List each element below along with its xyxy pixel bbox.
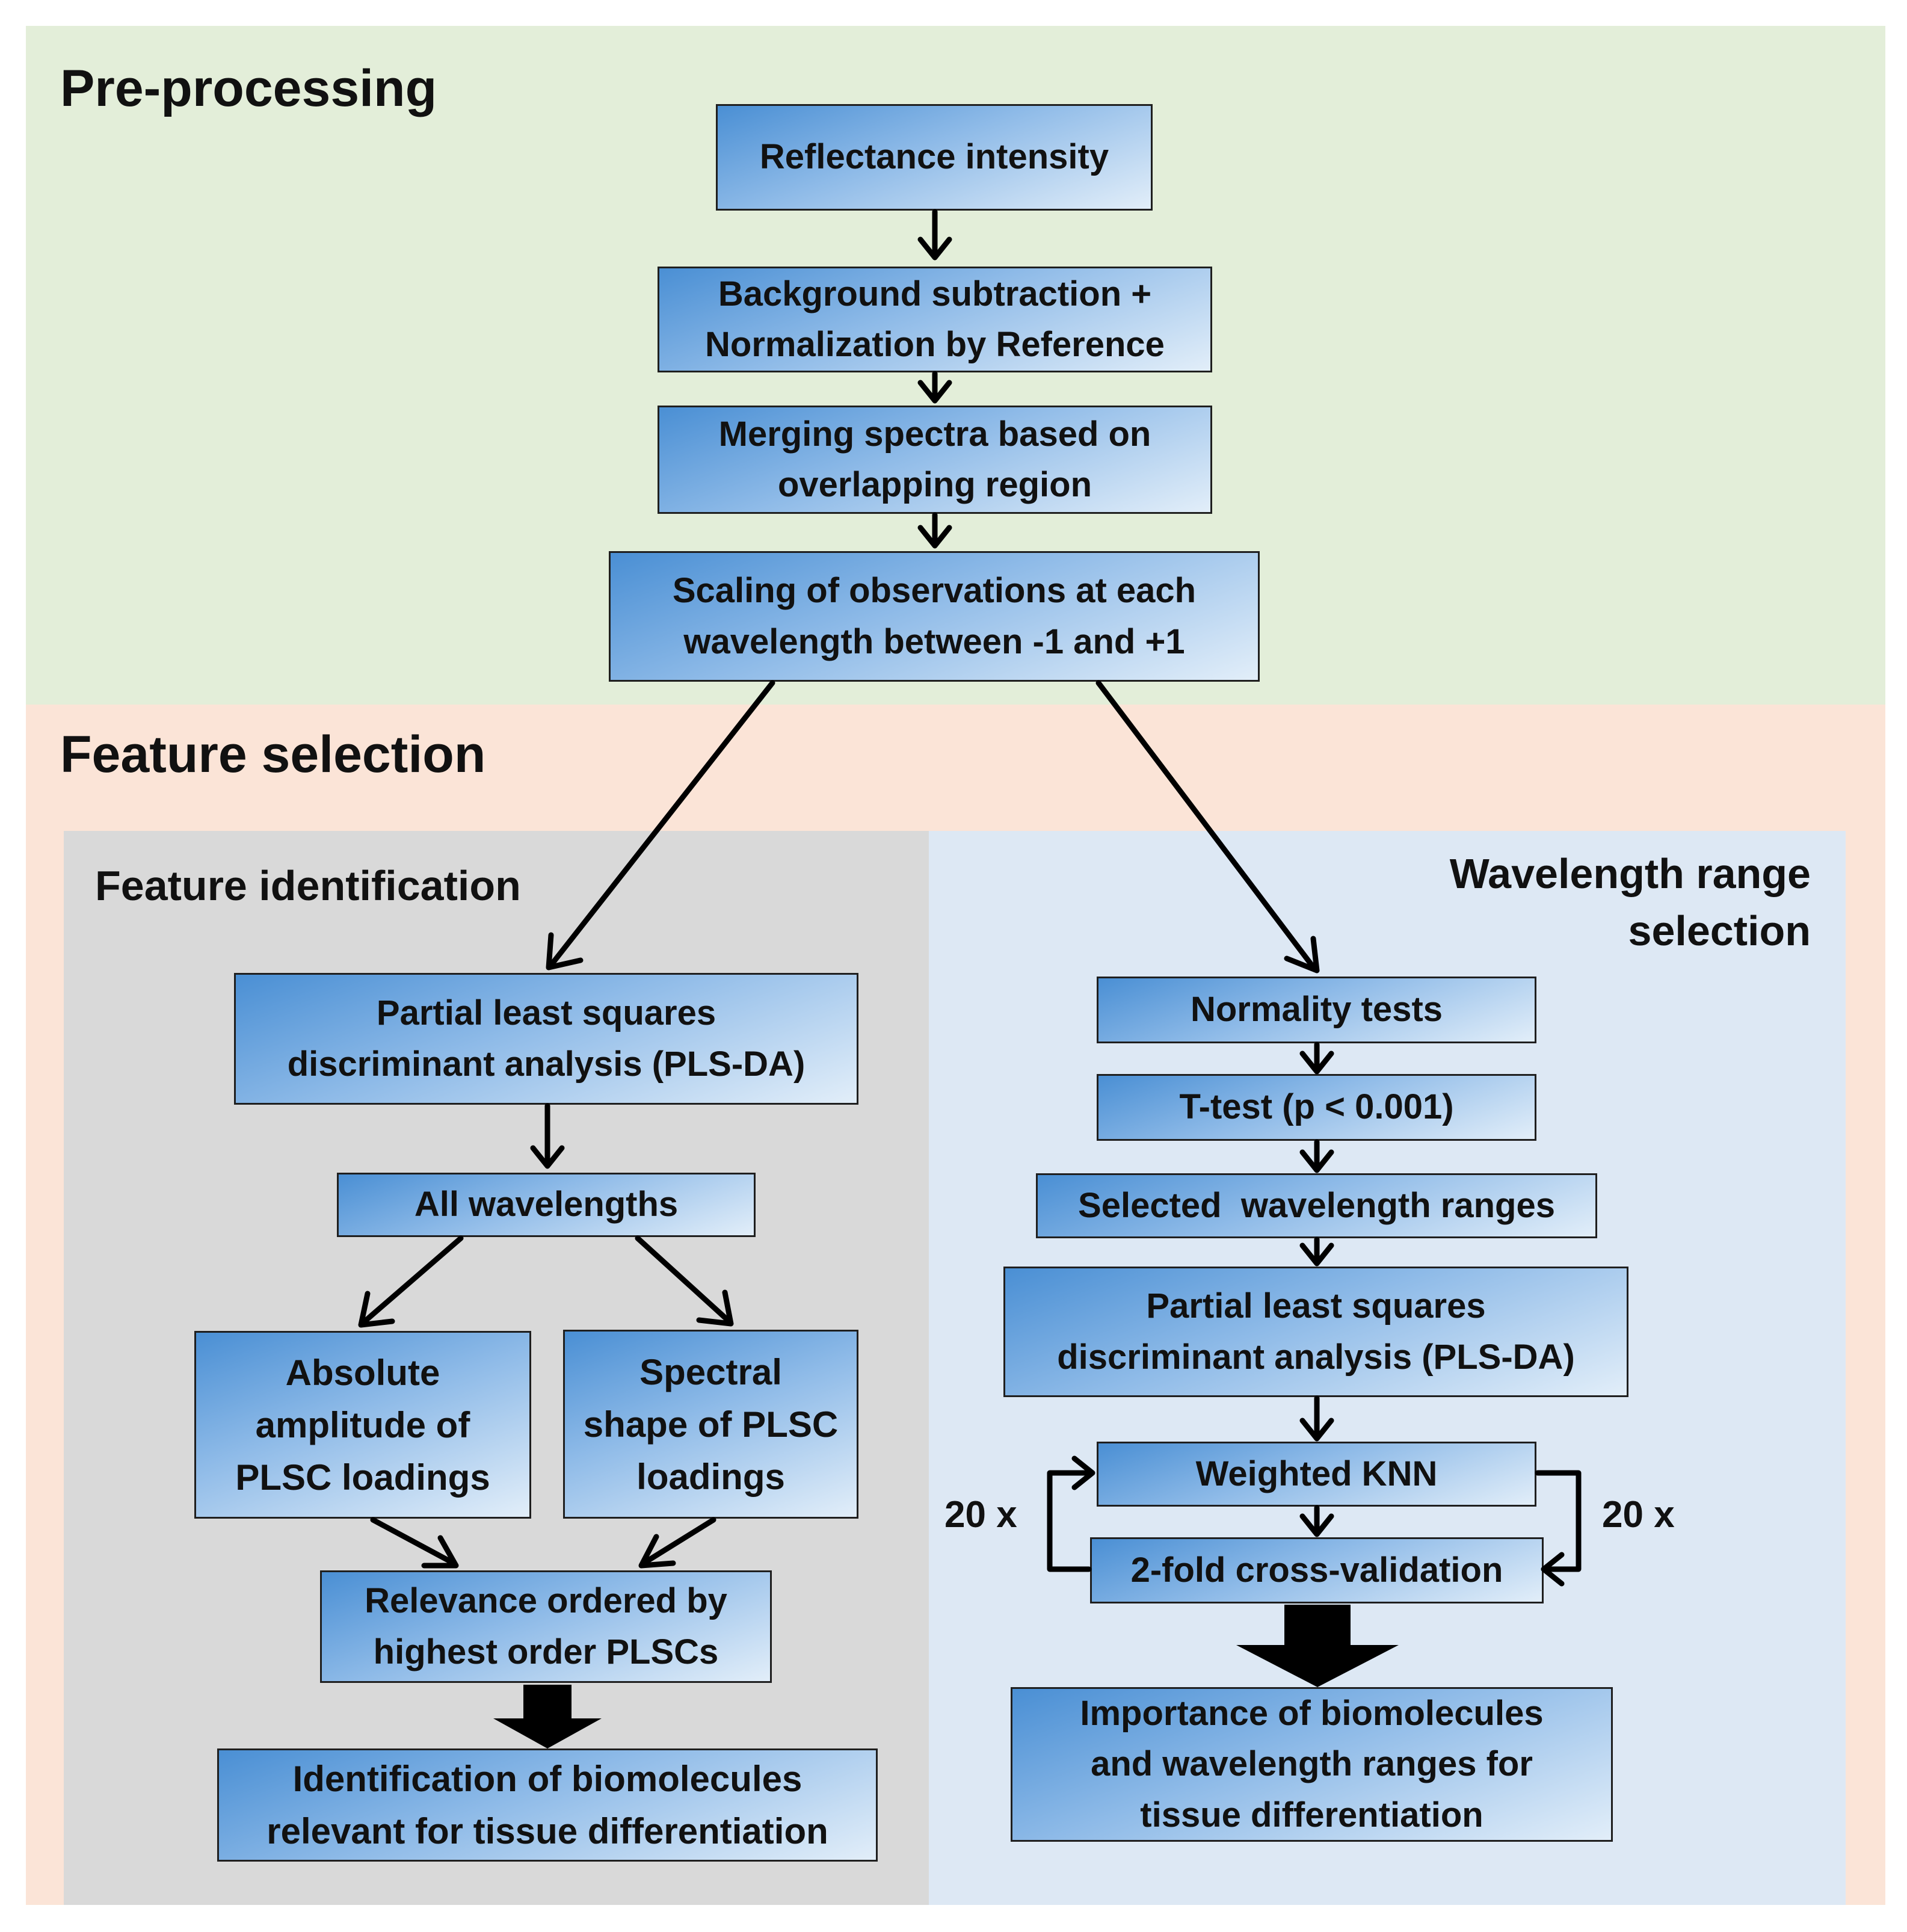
arrowhead: [421, 1535, 459, 1569]
arrow-spectral-to-relevance: [641, 1517, 716, 1566]
arrowhead: [917, 380, 952, 404]
loop-count-right: 20 x: [1602, 1494, 1675, 1535]
box-line: 2-fold cross-validation: [1130, 1550, 1503, 1590]
merging-spectra-box: Merging spectra based on overlapping reg…: [658, 406, 1212, 514]
box-line: shape of PLSC: [583, 1404, 839, 1445]
box-line: and wavelength ranges for: [1091, 1744, 1533, 1784]
box-line: relevant for tissue differentiation: [266, 1811, 828, 1851]
arrowhead: [546, 932, 584, 971]
arrowhead: [1541, 1552, 1565, 1587]
arrowhead: [1071, 1455, 1095, 1490]
box-line: Partial least squares: [376, 993, 716, 1033]
box-line: Identification of biomolecules: [292, 1759, 803, 1799]
feature-identification-title: Feature identification: [95, 862, 521, 909]
arrowhead: [1299, 1149, 1334, 1173]
loop-count-left: 20 x: [944, 1494, 1017, 1535]
loop-arrow-right: [1535, 1470, 1582, 1572]
feature-selection-title: Feature selection: [60, 726, 486, 783]
block-arrow-relevance-to-ident: [493, 1685, 602, 1748]
arrow-allwl-to-absamp: [360, 1235, 464, 1326]
arrowhead: [1299, 1051, 1334, 1075]
arrowhead: [358, 1291, 395, 1328]
box-line: loadings: [636, 1456, 785, 1497]
preprocessing-title: Pre-processing: [60, 60, 437, 117]
box-line: tissue differentiation: [1140, 1795, 1483, 1835]
plsda-right-box: Partial least squares discriminant analy…: [1003, 1267, 1628, 1397]
wavelength-range-selection-title: Wavelength range selection: [1449, 850, 1811, 954]
box-line: amplitude of: [255, 1404, 470, 1445]
arrowhead: [696, 1289, 734, 1327]
box-line: Partial least squares: [1146, 1286, 1486, 1326]
absolute-amplitude-box: Absolute amplitude of PLSC loadings: [194, 1331, 531, 1519]
arrowhead: [638, 1534, 676, 1569]
plsda-left-box: Partial least squares discriminant analy…: [234, 973, 858, 1105]
arrow-scale-to-normality: [1095, 680, 1317, 972]
box-line: Relevance ordered by: [365, 1581, 727, 1621]
weighted-knn-box: Weighted KNN: [1097, 1442, 1536, 1507]
box-line: Scaling of observations at each: [672, 571, 1197, 611]
box-line: Merging spectra based on: [718, 414, 1151, 454]
cross-validation-box: 2-fold cross-validation: [1090, 1537, 1544, 1603]
arrowhead: [1299, 1513, 1334, 1537]
arrow-scale-to-plsda-left: [548, 680, 775, 968]
box-line: Spectral: [639, 1351, 782, 1392]
box-line: Reflectance intensity: [759, 137, 1109, 177]
t-test-box: T-test (p < 0.001): [1097, 1074, 1536, 1141]
arrowhead: [1299, 1418, 1334, 1442]
box-line: discriminant analysis (PLS-DA): [1057, 1337, 1575, 1377]
background-subtraction-box: Background subtraction + Normalization b…: [658, 267, 1212, 372]
arrow-absamp-to-relevance: [370, 1517, 457, 1566]
loop-arrow-left: [1047, 1470, 1093, 1572]
identification-biomolecules-box: Identification of biomolecules relevant …: [217, 1748, 878, 1862]
box-line: Importance of biomolecules: [1080, 1694, 1544, 1733]
box-line: discriminant analysis (PLS-DA): [287, 1044, 806, 1084]
all-wavelengths-box: All wavelengths: [337, 1173, 756, 1237]
reflectance-intensity-box: Reflectance intensity: [716, 104, 1153, 211]
spectral-shape-box: Spectral shape of PLSC loadings: [563, 1330, 858, 1519]
box-line: Selected wavelength ranges: [1078, 1185, 1555, 1225]
box-line: Absolute: [285, 1352, 440, 1393]
selected-wavelength-ranges-box: Selected wavelength ranges: [1036, 1173, 1597, 1238]
box-line: All wavelengths: [414, 1185, 679, 1224]
arrow-allwl-to-spectral: [635, 1235, 732, 1324]
box-line: highest order PLSCs: [373, 1632, 719, 1671]
box-line: Background subtraction +: [718, 274, 1152, 313]
box-line: Normality tests: [1190, 990, 1443, 1029]
box-line: overlapping region: [777, 465, 1092, 504]
importance-biomolecules-box: Importance of biomolecules and wavelengt…: [1011, 1687, 1613, 1842]
arrowhead: [530, 1145, 565, 1169]
arrowhead: [1299, 1242, 1334, 1267]
box-line: wavelength between -1 and +1: [683, 622, 1185, 661]
arrowhead: [917, 236, 952, 261]
box-line: Normalization by Reference: [705, 325, 1165, 364]
arrowhead: [917, 525, 952, 549]
box-line: Weighted KNN: [1195, 1454, 1438, 1493]
normality-tests-box: Normality tests: [1097, 977, 1536, 1043]
block-arrow-crossval-to-importance: [1236, 1605, 1399, 1687]
box-line: PLSC loadings: [235, 1457, 490, 1498]
scaling-observations-box: Scaling of observations at each waveleng…: [609, 551, 1260, 682]
arrowhead: [1284, 936, 1320, 974]
relevance-ordered-box: Relevance ordered by highest order PLSCs: [320, 1570, 772, 1683]
box-line: T-test (p < 0.001): [1179, 1087, 1454, 1127]
